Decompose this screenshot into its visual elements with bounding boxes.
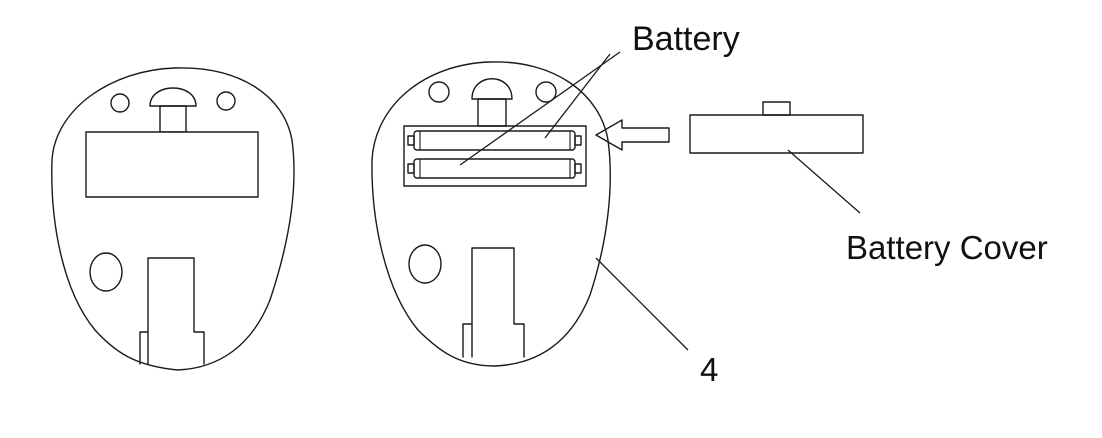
release-button-stem-2 (477, 98, 507, 127)
bottom-connector-step (139, 331, 149, 365)
battery-bottom (407, 158, 582, 179)
side-hole (89, 252, 123, 292)
insert-arrow (595, 119, 670, 151)
mount-hole-top-left-2 (428, 81, 450, 103)
battery-cover-installed (85, 131, 259, 198)
leader-battery-bottom (459, 51, 621, 166)
side-hole-2 (408, 244, 442, 284)
device-closed-view (51, 67, 295, 371)
release-button-stem (159, 105, 187, 133)
battery-cover-detached (689, 101, 864, 154)
mount-hole-top-right (216, 91, 236, 111)
release-button-2 (471, 78, 513, 100)
leader-battery-cover (787, 149, 861, 214)
battery-cover-label: Battery Cover (846, 229, 1048, 266)
device-open-outline (371, 61, 611, 367)
battery-top (407, 130, 582, 151)
leader-battery-top (544, 53, 611, 139)
leader-part-4 (595, 257, 689, 351)
device-closed-outline (51, 67, 295, 371)
mount-hole-top-right-2 (535, 81, 557, 103)
bottom-connector (147, 257, 205, 365)
part-number-label: 4 (700, 351, 719, 388)
device-open-view (371, 61, 611, 367)
battery-compartment (403, 125, 587, 187)
battery-label: Battery (632, 20, 740, 58)
bottom-connector-2 (471, 247, 525, 358)
bottom-connector-step-2 (462, 323, 473, 358)
release-button (149, 87, 197, 107)
mount-hole-top-left (110, 93, 130, 113)
